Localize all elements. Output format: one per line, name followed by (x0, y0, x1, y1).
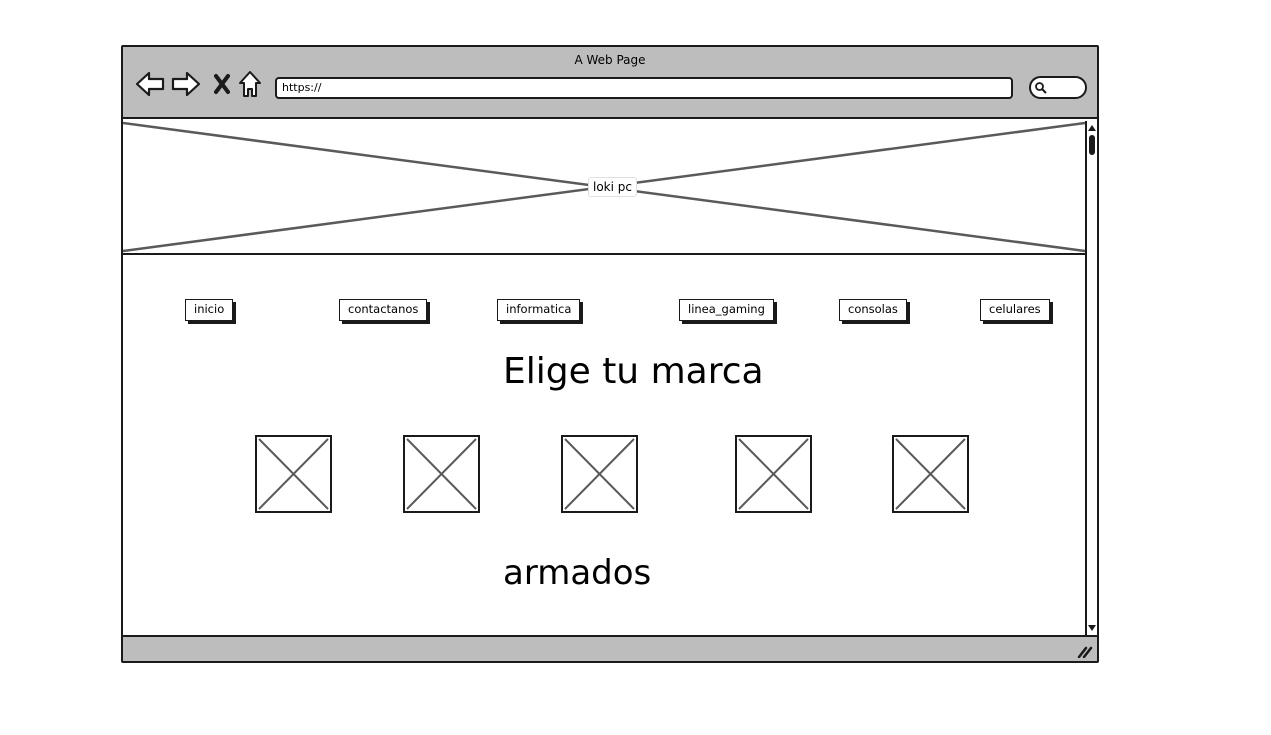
nav-button-contactanos[interactable]: contactanos (339, 299, 428, 321)
search-icon (1035, 82, 1047, 94)
browser-window: A Web Page https:// (121, 45, 1099, 663)
resize-grip-icon[interactable] (1077, 644, 1093, 658)
scroll-down-icon[interactable] (1088, 624, 1096, 632)
browser-titlebar: A Web Page https:// (123, 47, 1097, 119)
home-icon[interactable] (235, 69, 265, 99)
page-viewport: loki pc inicio contactanos informatica l… (123, 121, 1085, 635)
page-heading: Elige tu marca (503, 351, 764, 392)
stop-icon[interactable] (207, 69, 237, 99)
scroll-up-icon[interactable] (1088, 124, 1096, 132)
nav-button-informatica[interactable]: informatica (497, 299, 581, 321)
nav-button-celulares[interactable]: celulares (980, 299, 1050, 321)
brand-image-placeholder[interactable] (735, 435, 812, 513)
banner-image-placeholder: loki pc (123, 121, 1085, 255)
nav-button-inicio[interactable]: inicio (185, 299, 234, 321)
brand-image-placeholder[interactable] (892, 435, 969, 513)
status-bar (123, 635, 1097, 661)
forward-arrow-icon[interactable] (171, 69, 201, 99)
brand-image-placeholder[interactable] (561, 435, 638, 513)
scroll-thumb[interactable] (1089, 135, 1095, 155)
window-title: A Web Page (574, 53, 646, 67)
nav-button-linea-gaming[interactable]: linea_gaming (679, 299, 774, 321)
back-arrow-icon[interactable] (135, 69, 165, 99)
banner-label: loki pc (588, 177, 637, 197)
brand-image-placeholder[interactable] (403, 435, 480, 513)
section-heading: armados (503, 553, 652, 593)
nav-button-consolas[interactable]: consolas (839, 299, 907, 321)
search-field[interactable] (1029, 76, 1087, 99)
brand-image-placeholder[interactable] (255, 435, 332, 513)
vertical-scrollbar[interactable] (1085, 121, 1097, 635)
url-input[interactable]: https:// (275, 77, 1013, 99)
